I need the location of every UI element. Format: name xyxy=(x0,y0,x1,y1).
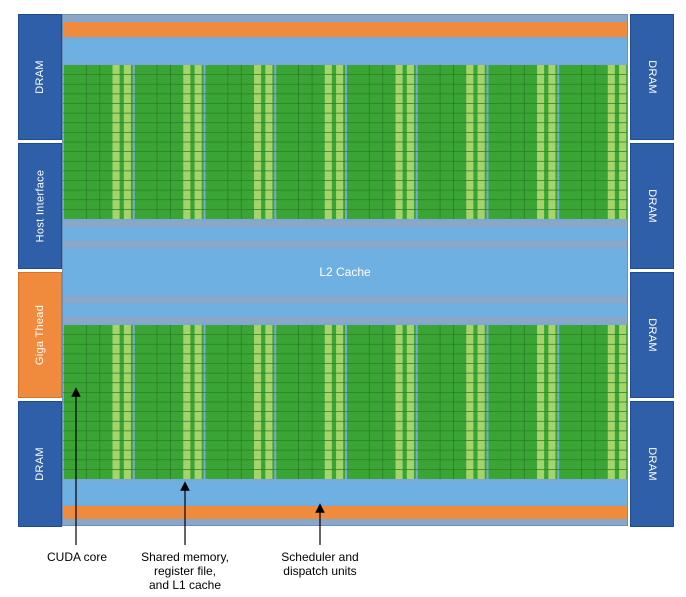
upper-mid-band-3 xyxy=(63,241,627,247)
bottom-shared-memory-band xyxy=(63,481,627,505)
scheduler-callout-line-1: Scheduler and xyxy=(281,550,359,564)
top-shared-memory-band xyxy=(63,39,627,63)
shared-memory-callout: Shared memory, register file, and L1 cac… xyxy=(132,550,238,592)
top-sm-grid xyxy=(63,65,627,219)
right-dram-2: DRAM xyxy=(630,143,674,269)
scheduler-callout-line-2: dispatch units xyxy=(283,564,357,578)
left-dram-bottom: DRAM xyxy=(18,401,62,527)
top-edge-band xyxy=(63,15,627,21)
upper-mid-band-1 xyxy=(63,221,627,227)
cuda-core-callout: CUDA core xyxy=(44,550,110,564)
right-dram-1: DRAM xyxy=(630,14,674,140)
bottom-edge-band xyxy=(63,520,627,525)
l2-cache-label: L2 Cache xyxy=(319,265,371,279)
host-interface-block: Host Interface xyxy=(18,143,62,269)
giga-thread-block: Giga Thead xyxy=(18,272,62,398)
lower-mid-band-2 xyxy=(63,304,627,316)
shared-memory-callout-line-3: and L1 cache xyxy=(148,578,222,592)
scheduler-callout: Scheduler and dispatch units xyxy=(268,550,372,578)
shared-memory-callout-line-2: register file, xyxy=(153,564,217,578)
upper-mid-band-2 xyxy=(63,228,627,240)
lower-mid-band-1 xyxy=(63,297,627,303)
shared-memory-callout-line-1: Shared memory, xyxy=(141,550,229,564)
left-dram-top: DRAM xyxy=(18,14,62,140)
bottom-sm-grid xyxy=(63,325,627,479)
bottom-scheduler-band xyxy=(63,506,627,519)
gpu-chip: L2 Cache xyxy=(62,14,628,526)
lower-mid-band-3 xyxy=(63,317,627,323)
l2-cache: L2 Cache xyxy=(63,249,627,295)
top-scheduler-band xyxy=(63,22,627,37)
right-dram-4: DRAM xyxy=(630,401,674,527)
right-dram-3: DRAM xyxy=(630,272,674,398)
cuda-core-callout-line: CUDA core xyxy=(46,550,108,564)
